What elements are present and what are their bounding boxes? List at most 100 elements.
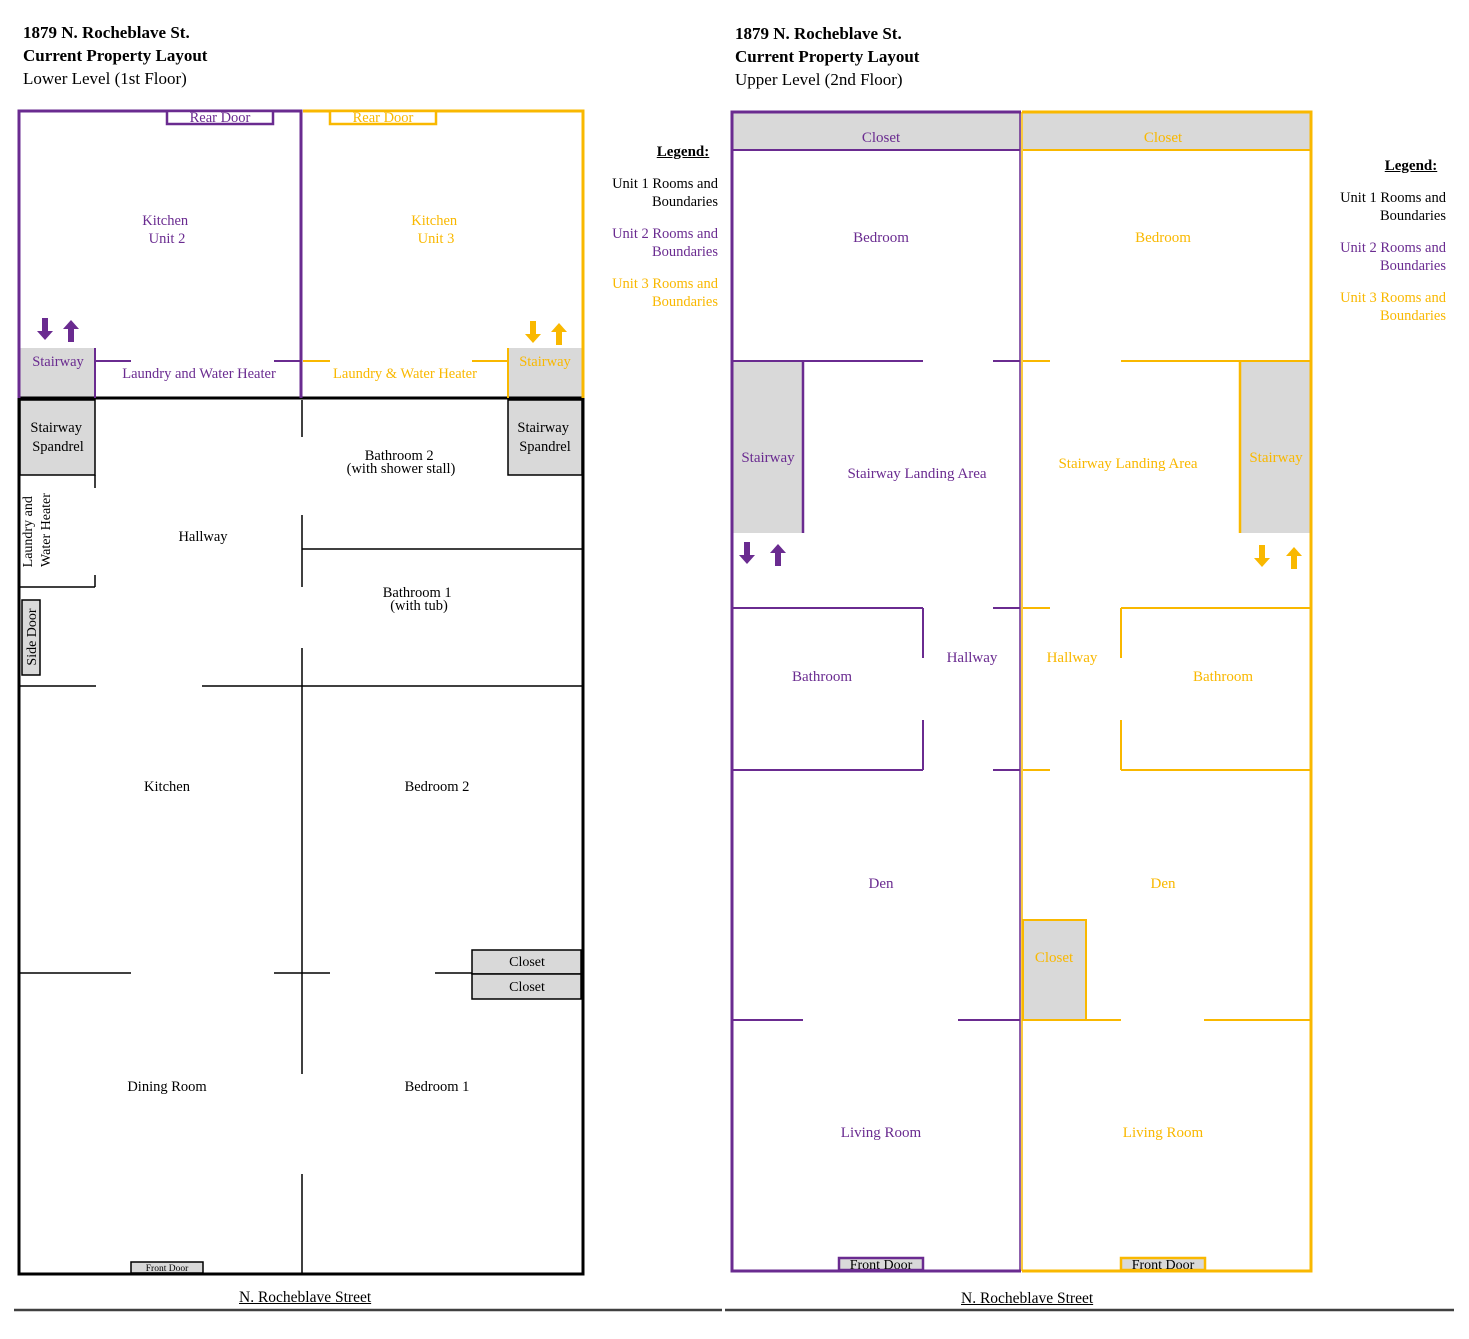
upper-landing-u2-label: Stairway Landing Area [847, 466, 986, 482]
side-door-label: Side Door [25, 608, 40, 666]
bedroom1-label: Bedroom 1 [405, 1079, 470, 1095]
spandrel-left-line1: Stairway [30, 420, 82, 436]
bathroom1-line2: (with tub) [390, 598, 448, 614]
upper-closet-u2-label: Closet [862, 130, 901, 146]
bedroom2-label: Bedroom 2 [405, 779, 470, 795]
kitchen-u3-line2: Unit 3 [418, 231, 455, 247]
spandrel-right-line2: Spandrel [519, 439, 571, 455]
closet-a-label: Closet [509, 955, 545, 970]
stair-arrows-u3-icon [525, 321, 567, 345]
unit1-outline [17, 396, 585, 1276]
lower-legend-unit3: Unit 3 Rooms and Boundaries [612, 276, 718, 310]
rear-door-u2-label: Rear Door [190, 110, 251, 126]
stairway-u2-fill [20, 348, 95, 398]
upper-stairway-u3-label: Stairway [1249, 450, 1303, 466]
upper-stair-arrows-u2-icon [739, 542, 786, 566]
spandrel-right-label: Stairway Spandrel [517, 420, 572, 455]
kitchen-u2-line1: Kitchen [142, 213, 189, 229]
dining-room-label: Dining Room [127, 1079, 207, 1095]
upper-legend: Legend: Unit 1 Rooms and Boundaries Unit… [1316, 157, 1446, 339]
upper-bathroom-u3-label: Bathroom [1193, 669, 1253, 685]
bathroom2-label: Bathroom 2 (with shower stall) [347, 448, 456, 477]
lower-legend-unit2: Unit 2 Rooms and Boundaries [612, 226, 718, 260]
upper-den-closet-label: Closet [1035, 950, 1074, 966]
laundry-u3-label: Laundry & Water Heater [333, 366, 477, 382]
upper-level-header: 1879 N. Rocheblave St. Current Property … [735, 22, 919, 91]
bathroom2-line2: (with shower stall) [347, 461, 456, 477]
front-door-label: Front Door [146, 1264, 189, 1274]
laundry-u1-line2: Water Heater [39, 493, 54, 567]
unit2-upper-walls [730, 110, 1021, 1273]
spandrel-left-line2: Spandrel [32, 439, 84, 455]
kitchen-u3-line1: Kitchen [411, 213, 458, 229]
upper-subtitle: Current Property Layout [735, 47, 920, 66]
spandrel-left-fill [19, 399, 96, 476]
upper-legend-unit1: Unit 1 Rooms and Boundaries [1340, 190, 1446, 224]
rear-door-u3-label: Rear Door [353, 110, 414, 126]
upper-den-u3-label: Den [1151, 876, 1176, 892]
upper-bedroom-u3-label: Bedroom [1135, 230, 1191, 246]
bathroom2-line1: Bathroom 2 [365, 448, 434, 464]
kitchen-u2-line2: Unit 2 [149, 231, 186, 247]
upper-den-u2-label: Den [869, 876, 894, 892]
upper-room-labels: Closet Closet Bedroom Bedroom Stairway S… [741, 130, 1303, 1273]
upper-closet-u3-label: Closet [1144, 130, 1183, 146]
stair-arrows-u2-icon [37, 318, 79, 342]
upper-living-u2-label: Living Room [841, 1125, 922, 1141]
stairway-u3-label: Stairway [519, 354, 571, 370]
upper-level-title: Upper Level (2nd Floor) [735, 70, 903, 89]
upper-legend-title: Legend: [1384, 158, 1438, 174]
upper-stairway-u2-fill [733, 362, 803, 533]
side-door-box [21, 599, 41, 676]
upper-bathroom-u2-label: Bathroom [792, 669, 852, 685]
bathroom1-label: Bathroom 1 (with tub) [383, 585, 456, 614]
unit1-walls [20, 400, 582, 1273]
lower-floor-plan: Rear Door Rear Door Kitchen Unit 2 Kitch… [17, 109, 585, 1276]
laundry-u1-line1: Laundry and [21, 496, 36, 567]
upper-closet-u2-fill [733, 113, 1021, 150]
upper-street-label: N. Rocheblave Street [961, 1290, 1094, 1307]
upper-landing-u3-label: Stairway Landing Area [1058, 456, 1197, 472]
unit3-lower-walls [303, 109, 585, 398]
upper-living-u3-label: Living Room [1123, 1125, 1204, 1141]
kitchen-u3-label: Kitchen Unit 3 [411, 213, 461, 247]
lower-legend-unit1: Unit 1 Rooms and Boundaries [612, 176, 718, 210]
lower-level-title: Lower Level (1st Floor) [23, 69, 187, 88]
lower-address: 1879 N. Rocheblave St. [23, 23, 190, 42]
stairway-u2-label: Stairway [32, 354, 84, 370]
upper-stairway-u2-label: Stairway [741, 450, 795, 466]
upper-hallway-u3-label: Hallway [1047, 650, 1098, 666]
kitchen-u1-label: Kitchen [144, 779, 191, 795]
spandrel-right-fill [507, 399, 583, 476]
lower-room-labels: Rear Door Rear Door Kitchen Unit 2 Kitch… [21, 110, 572, 1274]
closet-b-box [471, 973, 582, 1000]
closet-b-label: Closet [509, 980, 545, 995]
upper-stair-arrows-u3-icon [1254, 545, 1302, 569]
upper-floor-plan: Closet Closet Bedroom Bedroom Stairway S… [730, 110, 1313, 1273]
upper-bedroom-u2-label: Bedroom [853, 230, 909, 246]
upper-closet-u3-fill [1023, 113, 1311, 150]
laundry-u1-label: Laundry and Water Heater [21, 493, 54, 568]
unit2-lower-walls [17, 109, 303, 398]
upper-stairway-u3-fill [1240, 362, 1310, 533]
lower-legend-title: Legend: [656, 144, 710, 160]
spandrel-right-line1: Stairway [517, 420, 569, 436]
laundry-u2-label: Laundry and Water Heater [122, 366, 276, 382]
stairway-u3-fill [508, 348, 582, 398]
upper-front-door-u3-label: Front Door [1132, 1258, 1195, 1273]
upper-hallway-u2-label: Hallway [947, 650, 998, 666]
bathroom1-line1: Bathroom 1 [383, 585, 452, 601]
closet-a-box [471, 949, 582, 975]
hallway-lower-label: Hallway [178, 529, 228, 545]
lower-street-label: N. Rocheblave Street [239, 1289, 372, 1306]
lower-level-header: 1879 N. Rocheblave St. Current Property … [23, 21, 207, 90]
lower-subtitle: Current Property Layout [23, 46, 208, 65]
upper-legend-unit2: Unit 2 Rooms and Boundaries [1340, 240, 1446, 274]
upper-front-door-u2-label: Front Door [850, 1258, 913, 1273]
upper-legend-unit3: Unit 3 Rooms and Boundaries [1340, 290, 1446, 324]
unit3-upper-walls [1022, 110, 1313, 1273]
upper-den-closet-fill [1022, 919, 1087, 1021]
spandrel-left-label: Stairway Spandrel [30, 420, 85, 455]
upper-address: 1879 N. Rocheblave St. [735, 24, 902, 43]
